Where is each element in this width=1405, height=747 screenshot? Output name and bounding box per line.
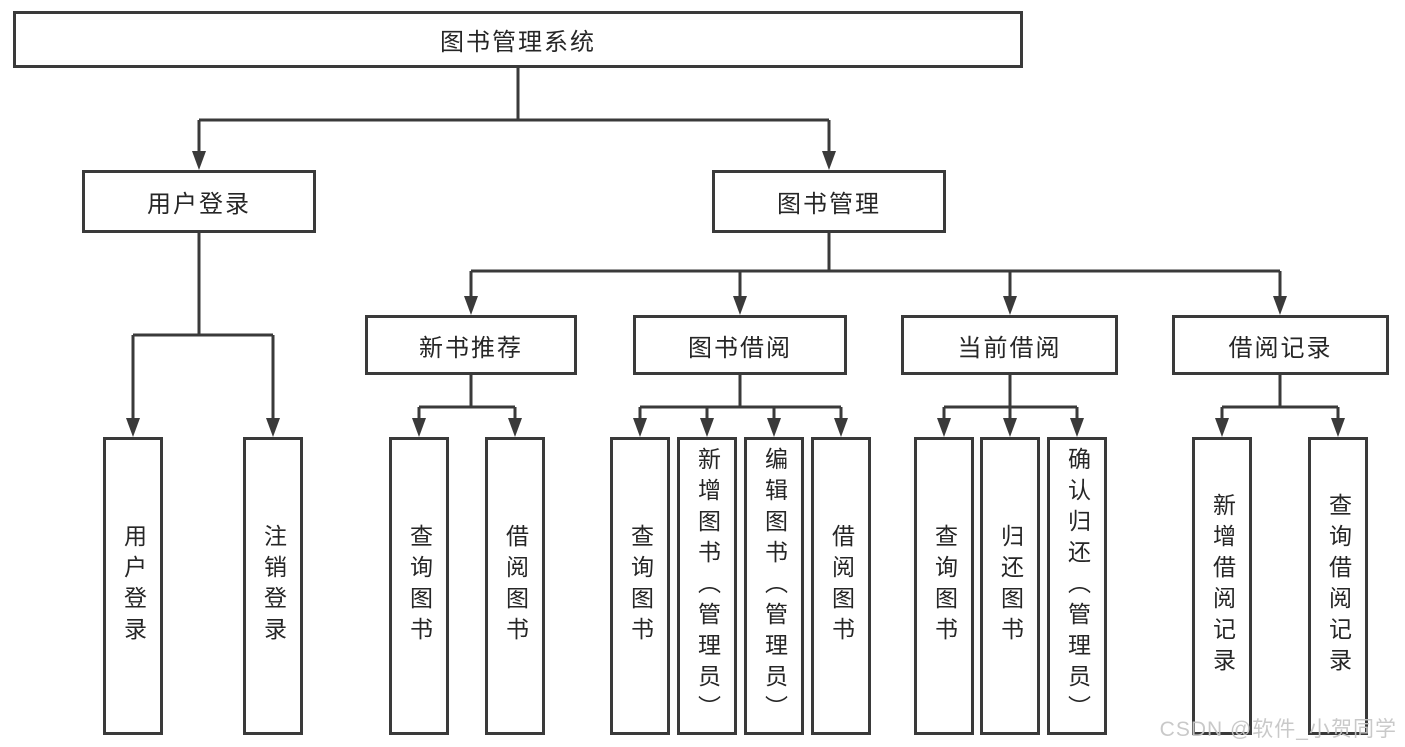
node-leaf-query-borrow-record-label: 查询借阅记录 (1325, 493, 1352, 679)
node-leaf-query-books-2: 查询图书 (610, 437, 670, 735)
arrowhead-icon (1003, 418, 1017, 437)
node-book-management-label: 图书管理 (777, 191, 881, 218)
node-root-system: 图书管理系统 (13, 11, 1023, 68)
node-user-login-branch-label: 用户登录 (147, 191, 251, 218)
node-leaf-confirm-return-admin: 确认归还（管理员） (1047, 437, 1107, 735)
node-new-book-recommend-label: 新书推荐 (419, 334, 523, 362)
arrowhead-icon (1003, 296, 1017, 315)
node-leaf-query-books-3-label: 查询图书 (931, 524, 958, 648)
arrowhead-icon (700, 418, 714, 437)
arrowhead-icon (633, 418, 647, 437)
node-leaf-edit-books-admin: 编辑图书（管理员） (744, 437, 804, 735)
node-leaf-add-borrow-record-label: 新增借阅记录 (1209, 493, 1236, 679)
node-leaf-user-login: 用户登录 (103, 437, 163, 735)
arrowhead-icon (834, 418, 848, 437)
node-leaf-add-books-admin-label: 新增图书（管理员） (694, 446, 721, 726)
node-leaf-borrow-books-1: 借阅图书 (485, 437, 545, 735)
node-leaf-logout: 注销登录 (243, 437, 303, 735)
node-leaf-user-login-label: 用户登录 (120, 524, 147, 648)
node-leaf-borrow-books-2-label: 借阅图书 (828, 524, 855, 648)
node-leaf-borrow-books-2: 借阅图书 (811, 437, 871, 735)
node-leaf-return-books: 归还图书 (980, 437, 1040, 735)
arrowhead-icon (937, 418, 951, 437)
node-leaf-edit-books-admin-label: 编辑图书（管理员） (761, 446, 788, 726)
node-borrow-records-label: 借阅记录 (1228, 334, 1333, 362)
node-leaf-borrow-books-1-label: 借阅图书 (502, 524, 529, 648)
node-borrow-records: 借阅记录 (1172, 315, 1389, 375)
arrowhead-icon (508, 418, 522, 437)
arrowhead-icon (192, 151, 206, 170)
arrowhead-icon (733, 296, 747, 315)
arrowhead-icon (767, 418, 781, 437)
arrowhead-icon (1273, 296, 1287, 315)
node-leaf-query-books-1: 查询图书 (389, 437, 449, 735)
node-current-borrowing-label: 当前借阅 (957, 334, 1062, 362)
node-new-book-recommend: 新书推荐 (365, 315, 577, 375)
node-book-borrowing: 图书借阅 (633, 315, 847, 375)
node-root-system-label: 图书管理系统 (440, 29, 596, 56)
node-leaf-add-books-admin: 新增图书（管理员） (677, 437, 737, 735)
arrowhead-icon (1215, 418, 1229, 437)
node-leaf-logout-label: 注销登录 (260, 524, 287, 648)
node-current-borrowing: 当前借阅 (901, 315, 1118, 375)
arrowhead-icon (412, 418, 426, 437)
node-leaf-add-borrow-record: 新增借阅记录 (1192, 437, 1252, 735)
csdn-watermark: CSDN @软件_小贺同学 (1159, 718, 1397, 741)
arrowhead-icon (126, 418, 140, 437)
node-book-borrowing-label: 图书借阅 (688, 334, 792, 362)
arrowhead-icon (1070, 418, 1084, 437)
node-book-management: 图书管理 (712, 170, 946, 233)
node-leaf-return-books-label: 归还图书 (997, 524, 1024, 648)
node-leaf-query-books-3: 查询图书 (914, 437, 974, 735)
node-leaf-query-borrow-record: 查询借阅记录 (1308, 437, 1368, 735)
arrowhead-icon (822, 151, 836, 170)
arrowhead-icon (464, 296, 478, 315)
node-leaf-query-books-1-label: 查询图书 (406, 524, 433, 648)
arrowhead-icon (1331, 418, 1345, 437)
node-user-login-branch: 用户登录 (82, 170, 316, 233)
node-leaf-confirm-return-admin-label: 确认归还（管理员） (1064, 446, 1091, 726)
arrowhead-icon (266, 418, 280, 437)
node-leaf-query-books-2-label: 查询图书 (627, 524, 654, 648)
